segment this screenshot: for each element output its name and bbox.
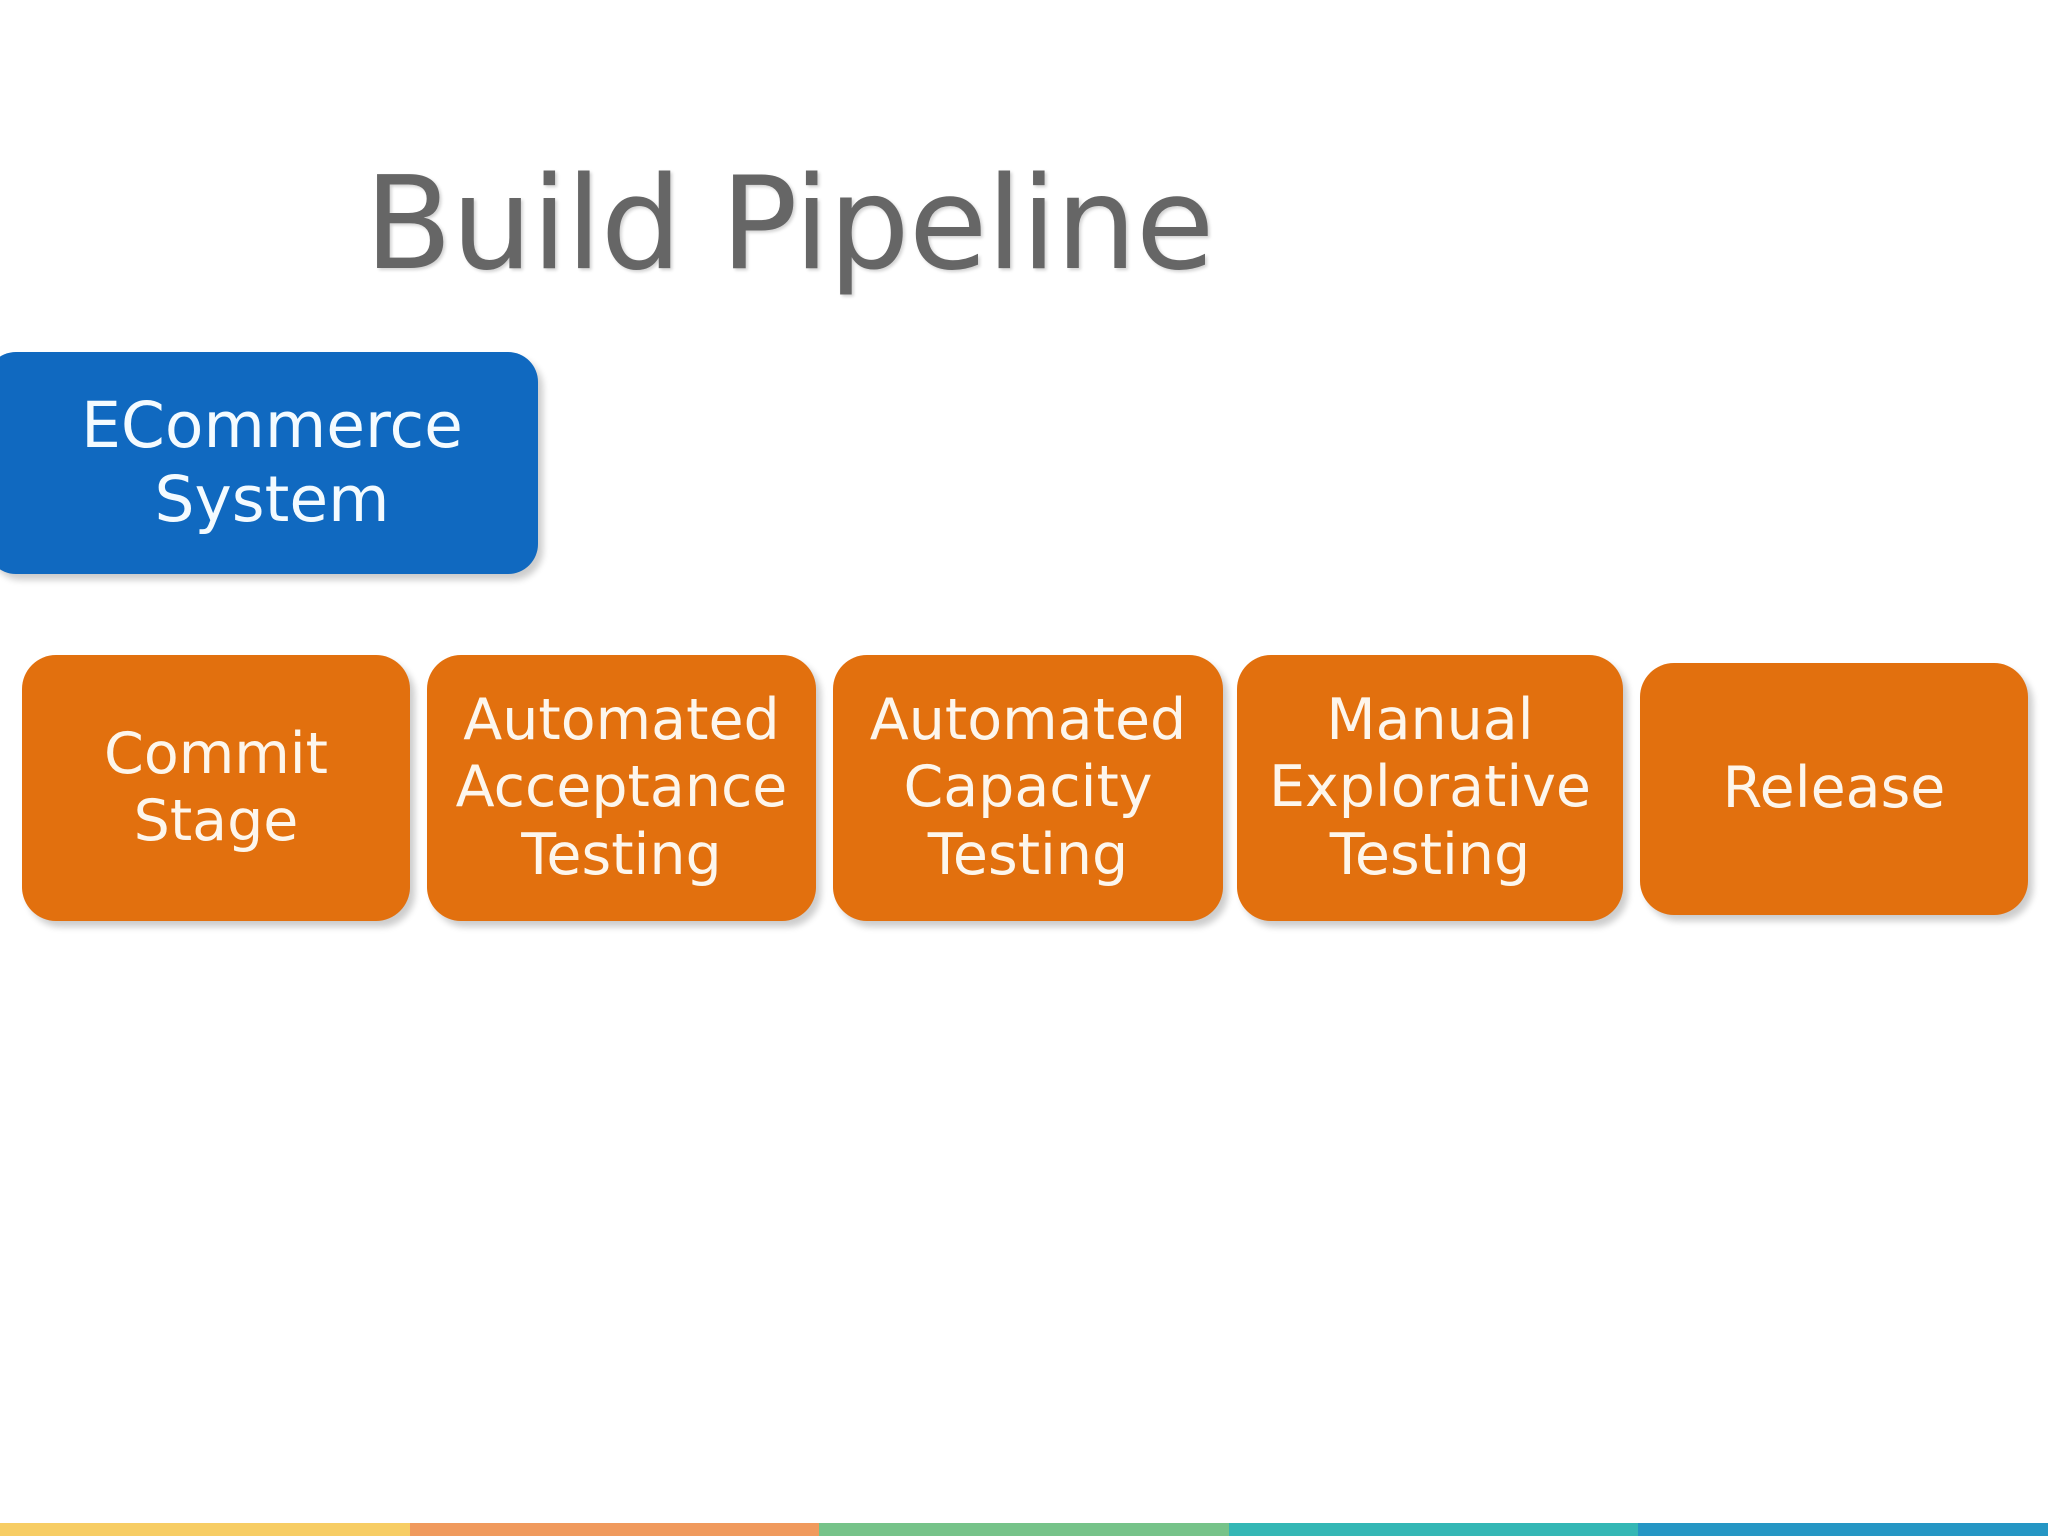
footer-bar-segment-blue: [1638, 1523, 2048, 1536]
footer-bar-segment-orange: [409, 1523, 820, 1536]
pipeline-stage-label: Manual Explorative Testing: [1269, 687, 1591, 888]
pipeline-stage-label: Automated Capacity Testing: [869, 687, 1187, 888]
pipeline-stage-label: Commit Stage: [104, 720, 328, 854]
footer-bar-segment-yellow: [0, 1523, 410, 1536]
system-node-label: ECommerce System: [81, 388, 463, 536]
system-node-ecommerce-system[interactable]: ECommerce System: [0, 352, 538, 574]
pipeline-stage-automated-capacity-testing[interactable]: Automated Capacity Testing: [833, 655, 1223, 921]
footer-bar-segment-teal: [1228, 1523, 1639, 1536]
footer-color-bar: [0, 1523, 2048, 1536]
pipeline-stage-commit-stage[interactable]: Commit Stage: [22, 655, 410, 921]
pipeline-stage-manual-explorative-testing[interactable]: Manual Explorative Testing: [1237, 655, 1623, 921]
pipeline-stage-release[interactable]: Release: [1640, 663, 2028, 915]
pipeline-stage-label: Release: [1722, 755, 1946, 822]
footer-bar-segment-green: [819, 1523, 1229, 1536]
pipeline-stage-label: Automated Acceptance Testing: [455, 687, 788, 888]
pipeline-stage-automated-acceptance-testing[interactable]: Automated Acceptance Testing: [427, 655, 816, 921]
page-title: Build Pipeline: [364, 149, 1215, 299]
